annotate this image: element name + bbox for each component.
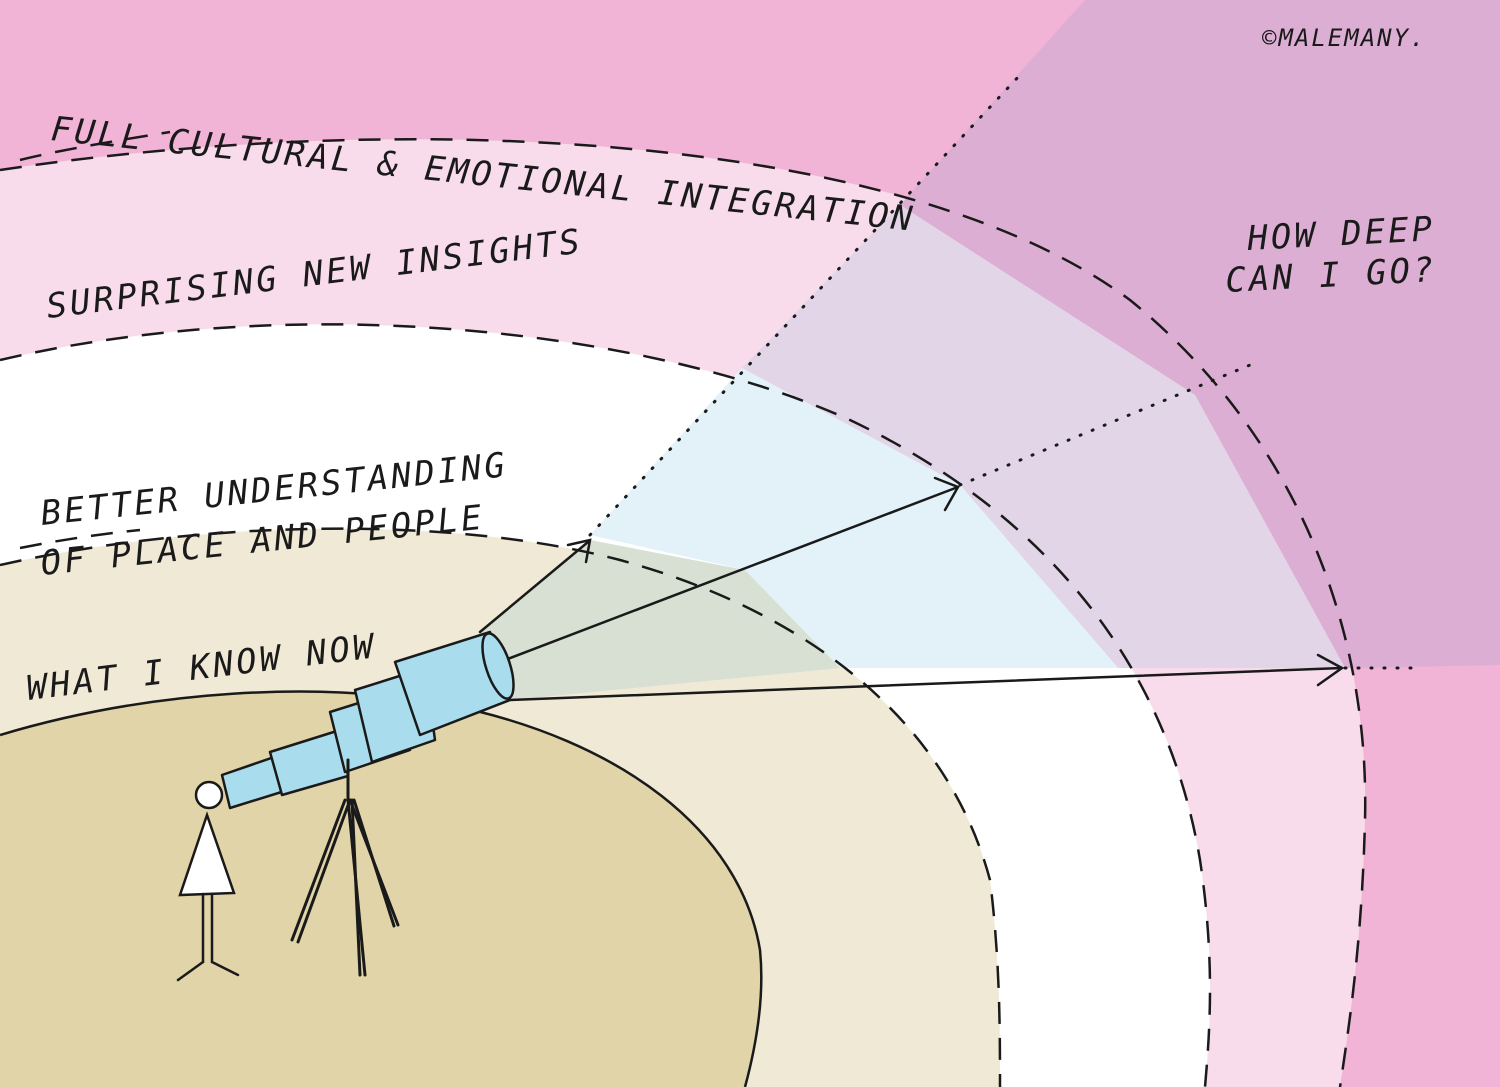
beam-lavender — [742, 205, 1345, 668]
telescope-main-tube — [393, 630, 512, 737]
tripod-leg-left — [290, 798, 347, 942]
arrow-line-middle — [503, 485, 960, 662]
tripod — [290, 758, 400, 977]
telescope — [220, 630, 515, 810]
tripod-leg-middle-b — [350, 798, 362, 977]
arrowhead-bottom — [1316, 653, 1345, 687]
dash-under-second-label — [19, 528, 141, 550]
boundary-outer — [0, 138, 1367, 1087]
ring-what-i-know-now — [0, 691, 762, 1087]
person-foot-right — [210, 960, 240, 977]
dotted-extensions — [588, 73, 1422, 670]
beam-arrows — [478, 476, 1345, 702]
tripod-leg-right-b — [352, 798, 396, 928]
arrowhead-top — [566, 538, 592, 564]
ring-boundaries — [0, 138, 1367, 1087]
person-body — [178, 811, 236, 897]
beam-blue — [590, 368, 1118, 668]
credit-label: ©MALEMANY. — [1262, 24, 1427, 52]
dotted-line-upper — [588, 73, 1022, 537]
beam-purple-outer — [900, 0, 1500, 668]
label-dashes — [19, 130, 171, 550]
person-foot-left — [176, 960, 205, 982]
arrow-line-bottom — [508, 666, 1344, 702]
boundary-second — [0, 527, 1002, 1087]
tripod-leg-left-b — [296, 798, 352, 944]
person — [176, 780, 240, 982]
boundary-third — [0, 323, 1212, 1087]
dash-under-outer-label — [19, 130, 171, 162]
arrowhead-middle — [933, 476, 960, 512]
boundary-inner — [0, 690, 763, 1087]
beam-green-grey — [480, 540, 840, 700]
person-head — [194, 780, 224, 810]
arrow-line-top — [478, 540, 590, 634]
telescope-lens — [481, 632, 515, 700]
label-how-deep-1: HOW DEEP — [1245, 209, 1436, 259]
dotted-line-middle — [958, 363, 1252, 487]
